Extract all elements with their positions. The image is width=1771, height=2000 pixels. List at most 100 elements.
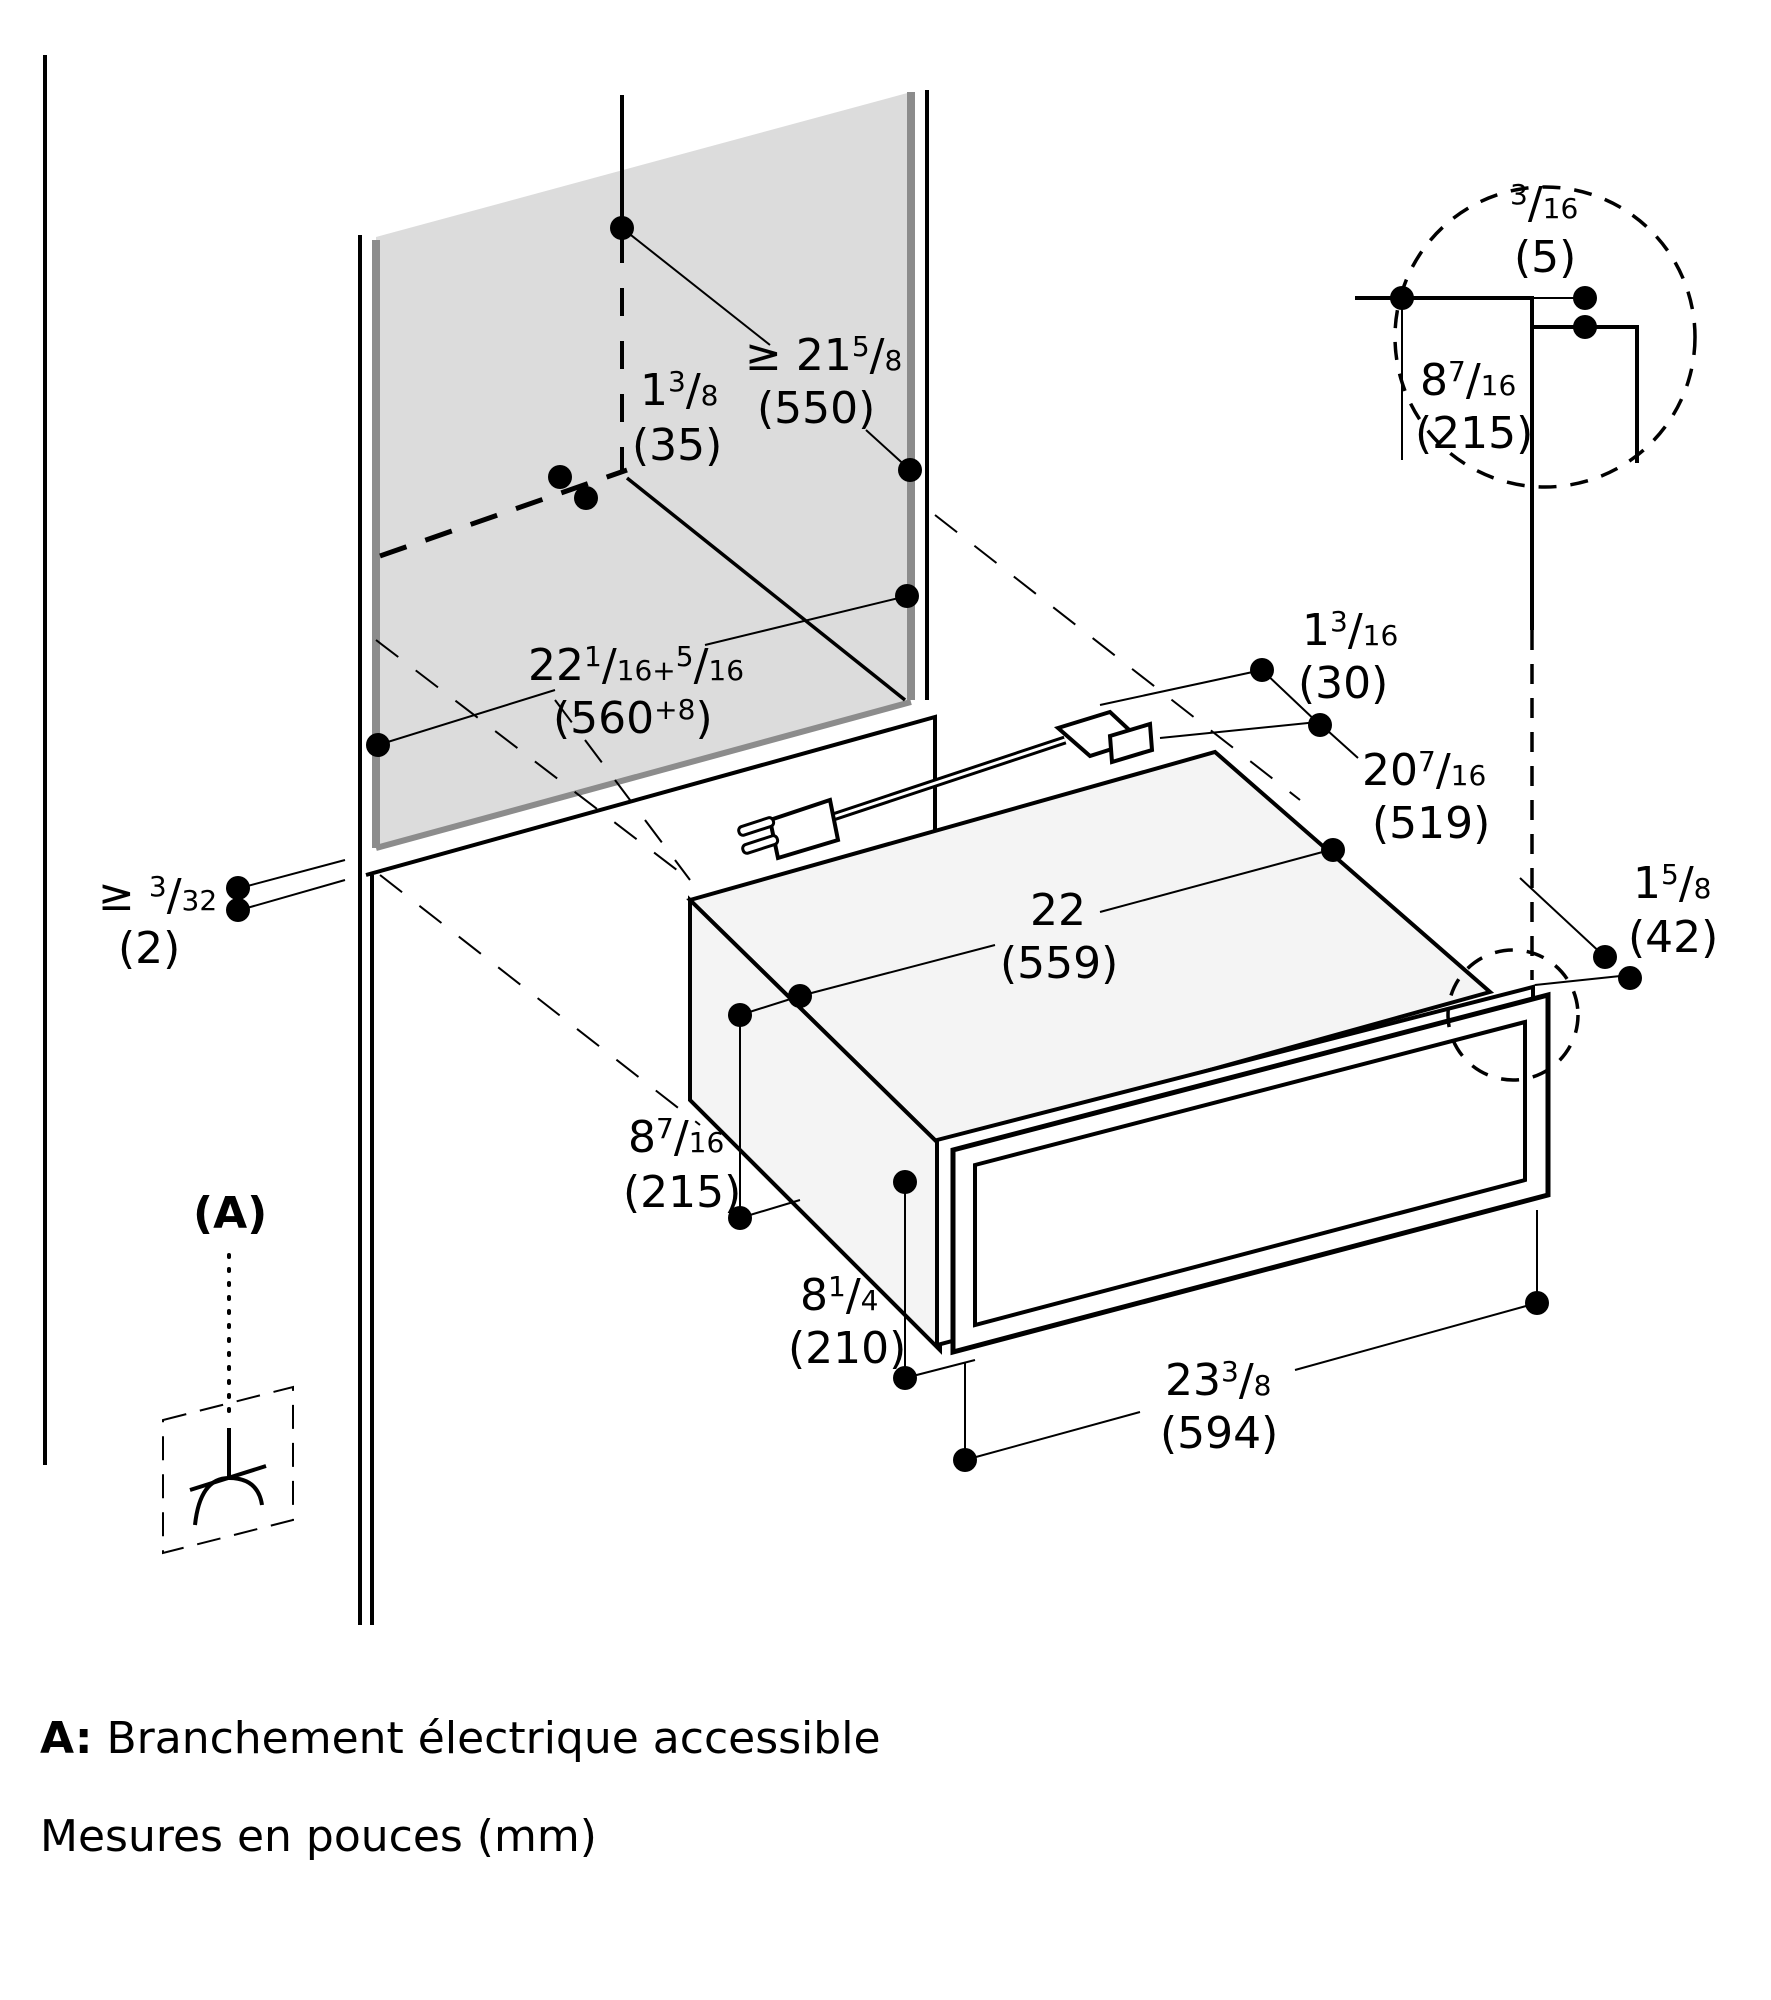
shelf-outline — [365, 714, 937, 877]
dim-line — [704, 595, 908, 646]
svg-text:15/8: 15/8 — [1633, 858, 1711, 909]
label-niche-depth: ≥ 215/8 (550) — [745, 330, 902, 434]
electrical-connection-callout — [162, 1253, 294, 1555]
legend-key-a: A: — [40, 1713, 93, 1764]
label-front-height: 81/4 (210) — [788, 1270, 906, 1374]
projection-line — [379, 874, 701, 1126]
svg-text:(215): (215) — [1415, 408, 1533, 459]
dim-dot — [728, 1003, 752, 1027]
label-front-thickness: 15/8 (42) — [1628, 858, 1718, 963]
dim-dot — [1593, 945, 1617, 969]
niche-floor-diagonal — [625, 476, 907, 702]
svg-text:207/16: 207/16 — [1362, 745, 1486, 796]
svg-text:81/4: 81/4 — [800, 1270, 878, 1321]
projection-line — [554, 699, 691, 881]
label-body-height: 87/16 (215) — [623, 1112, 741, 1218]
dim-line — [1099, 849, 1331, 913]
svg-text:(42): (42) — [1628, 912, 1718, 963]
label-gap: ≥ 3/32 (2) — [98, 870, 217, 974]
dim-dot — [893, 1366, 917, 1390]
svg-text:(560+8): (560+8) — [553, 693, 713, 744]
legend-electrical: A: Branchement électrique accessible — [40, 1717, 881, 1761]
svg-text:(35): (35) — [632, 420, 722, 471]
dim-dot — [953, 1448, 977, 1472]
dim-dot — [574, 486, 598, 510]
label-body-width: 22 (559) — [1000, 885, 1118, 989]
dim-dot — [226, 898, 250, 922]
svg-text:87/16: 87/16 — [1420, 355, 1516, 406]
svg-text:22: 22 — [1030, 885, 1086, 936]
dim-dot — [893, 1170, 917, 1194]
label-detail-height: 87/16 (215) — [1415, 355, 1533, 459]
dim-dot — [1618, 966, 1642, 990]
legend-units-text: Mesures en pouces (mm) — [40, 1811, 597, 1862]
niche-bottom-edge — [375, 699, 912, 851]
dim-line — [239, 879, 346, 911]
outlet-icon-bar — [189, 1464, 267, 1492]
dim-dot — [1390, 286, 1414, 310]
svg-text:(30): (30) — [1298, 658, 1388, 709]
dim-line — [377, 689, 556, 746]
dim-line — [1261, 669, 1321, 726]
callout-label-a: (A) — [193, 1188, 267, 1239]
legend-text-a: Branchement électrique accessible — [106, 1713, 881, 1764]
svg-text:221/16+5/16: 221/16+5/16 — [528, 640, 744, 691]
dimension-dots — [226, 216, 1642, 1472]
svg-text:(519): (519) — [1372, 798, 1490, 849]
dim-line — [239, 859, 346, 889]
label-body-depth: 207/16 (519) — [1362, 745, 1490, 849]
svg-text:(550): (550) — [757, 383, 875, 434]
niche-back-panel — [376, 92, 911, 848]
svg-text:3/16: 3/16 — [1510, 178, 1578, 229]
detail-circle — [1393, 185, 1697, 489]
svg-text:13/8: 13/8 — [640, 365, 718, 416]
projection-line — [375, 639, 691, 881]
dim-dot — [548, 465, 572, 489]
detail-top-panel — [1355, 296, 1534, 630]
svg-text:(215): (215) — [623, 1167, 741, 1218]
dim-line — [964, 1411, 1141, 1461]
outlet-box-dashed — [162, 1385, 294, 1555]
label-niche-offset: 13/8 (35) — [632, 365, 722, 471]
dim-line — [621, 227, 771, 346]
dim-dot — [1573, 315, 1597, 339]
drawer-front-face — [950, 991, 1551, 1356]
drawer-side — [688, 895, 942, 1355]
connector-icon — [1053, 709, 1155, 765]
svg-text:13/16: 13/16 — [1302, 605, 1398, 656]
dim-line — [1519, 877, 1606, 958]
dim-dot — [728, 1206, 752, 1230]
svg-text:(210): (210) — [788, 1323, 906, 1374]
dim-dot — [788, 984, 812, 1008]
dim-dot — [610, 216, 634, 240]
detail-target-circle — [1446, 948, 1580, 1082]
dim-line — [1159, 721, 1319, 739]
dim-dot — [1321, 838, 1345, 862]
drawer-front-inner — [973, 1019, 1527, 1328]
label-front-width: 233/8 (594) — [1160, 1355, 1278, 1459]
dim-dot — [895, 584, 919, 608]
dim-dot — [898, 458, 922, 482]
dim-dot — [366, 733, 390, 757]
dim-dot — [1525, 1291, 1549, 1315]
dim-dot — [226, 876, 250, 900]
label-top-offset: 13/16 (30) — [1298, 605, 1398, 709]
plug-icon — [737, 797, 841, 861]
label-detail-gap: 3/16 (5) — [1510, 178, 1578, 283]
label-niche-width: 221/16+5/16 (560+8) — [528, 640, 744, 744]
svg-text:(594): (594) — [1160, 1408, 1278, 1459]
svg-text:233/8: 233/8 — [1165, 1355, 1271, 1406]
svg-text:87/16: 87/16 — [628, 1112, 724, 1163]
detail-front-panel — [1532, 325, 1639, 463]
detail-callout — [1355, 185, 1697, 1082]
dim-line — [1099, 669, 1263, 706]
svg-text:(5): (5) — [1514, 232, 1576, 283]
dim-dot — [1308, 713, 1332, 737]
dim-line — [799, 944, 996, 997]
svg-text:≥ 215/8: ≥ 215/8 — [745, 330, 902, 381]
dim-line — [1294, 1302, 1538, 1371]
dim-line — [904, 1359, 976, 1379]
svg-text:(559): (559) — [1000, 938, 1118, 989]
dim-line — [1534, 974, 1631, 986]
